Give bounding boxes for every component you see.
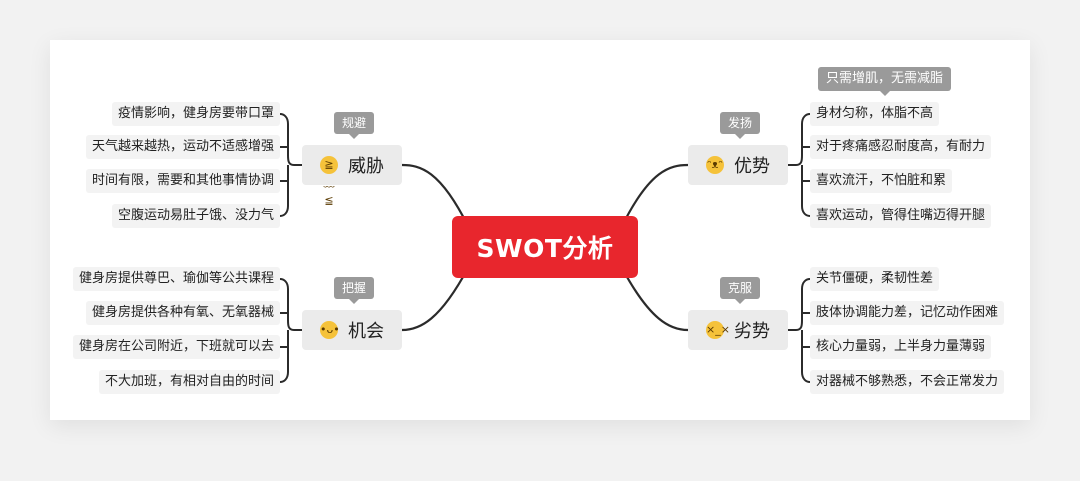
strength-label: 优势 [734,156,770,177]
weakness-item-3[interactable]: 核心力量弱，上半身力量薄弱 [810,335,992,359]
squinting-face-icon: ≧﹏≦ [320,156,338,207]
opportunity-branch[interactable]: •ᴗ• 机会 [302,310,402,350]
weakness-branch[interactable]: ×_× 劣势 [688,310,788,350]
strength-item-2[interactable]: 对于疼痛感忍耐度高，有耐力 [810,135,992,159]
weakness-item-4[interactable]: 对器械不够熟悉，不会正常发力 [810,370,1005,394]
central-topic[interactable]: SWOT分析 [452,216,638,278]
winking-face-icon: •ᴗ• [320,321,340,339]
threat-item-4[interactable]: 空腹运动易肚子饿、没力气 [111,204,280,228]
opportunity-tag: 把握 [334,277,375,304]
opportunity-item-2[interactable]: 健身房提供各种有氧、无氧器械 [85,301,280,325]
opportunity-item-3[interactable]: 健身房在公司附近，下班就可以去 [72,335,280,359]
smiling-face-icon: ᵔᴥᵔ [706,156,724,174]
threat-item-2[interactable]: 天气越来越热，运动不适感增强 [85,135,280,159]
opportunity-item-4[interactable]: 不大加班，有相对自由的时间 [98,370,280,394]
strength-tag: 发扬 [720,112,761,139]
threat-branch[interactable]: ≧﹏≦ 威胁 [302,145,402,207]
weakness-tag: 克服 [720,277,761,304]
opportunity-label: 机会 [348,321,384,342]
strength-note: 只需增肌，无需减脂 [818,67,952,96]
strength-branch[interactable]: ᵔᴥᵔ 优势 [688,145,788,185]
weakness-label: 劣势 [734,321,770,342]
dizzy-face-icon: ×_× [706,321,730,339]
strength-item-4[interactable]: 喜欢运动，管得住嘴迈得开腿 [810,204,992,228]
weakness-item-2[interactable]: 肢体协调能力差，记忆动作困难 [810,301,1005,325]
threat-item-3[interactable]: 时间有限，需要和其他事情协调 [85,169,280,193]
strength-item-1[interactable]: 身材匀称，体脂不高 [810,102,940,126]
strength-item-3[interactable]: 喜欢流汗，不怕脏和累 [810,169,953,193]
weakness-item-1[interactable]: 关节僵硬，柔韧性差 [810,267,940,291]
opportunity-item-1[interactable]: 健身房提供尊巴、瑜伽等公共课程 [72,267,280,291]
threat-tag: 规避 [334,112,375,139]
threat-item-1[interactable]: 疫情影响，健身房要带口罩 [111,102,280,126]
threat-label: 威胁 [348,156,384,177]
